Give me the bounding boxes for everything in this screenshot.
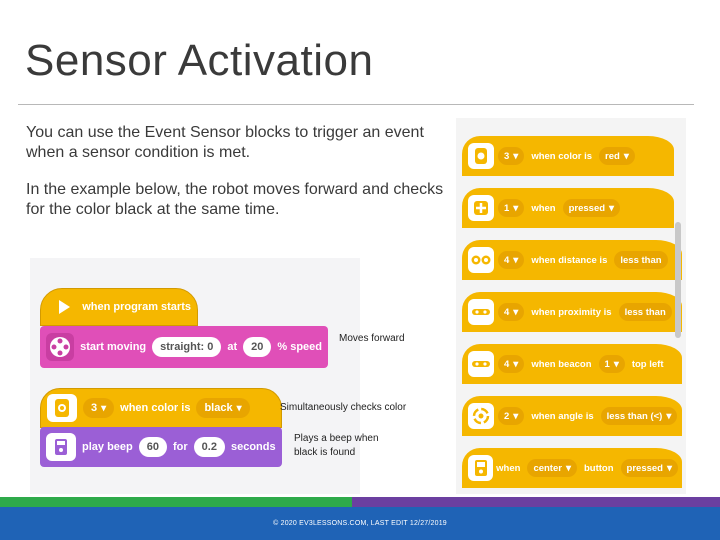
palette-beacon-port[interactable]: 4: [498, 355, 525, 373]
color-sensor-icon: [468, 143, 494, 169]
palette-button-label2: button: [583, 462, 614, 474]
color-block-label: when color is: [120, 402, 191, 414]
moves-forward-annotation: Moves forward: [339, 333, 405, 344]
palette-touch-value[interactable]: pressed: [562, 199, 621, 217]
move-steering-icon: [46, 333, 75, 361]
beep-unit-label: seconds: [230, 441, 276, 453]
footer-purple-stripe: [352, 497, 720, 507]
touch-sensor-icon: [468, 195, 494, 221]
color-sensor-icon: [47, 394, 77, 422]
infrared-sensor-icon: [468, 299, 494, 325]
palette-touch-port[interactable]: 1: [498, 199, 525, 217]
beacon-sensor-icon: [468, 351, 494, 377]
beep-annotation-line1: Plays a beep when: [294, 433, 379, 444]
beep-label: play beep: [82, 441, 133, 453]
palette-button-label: when: [496, 462, 521, 474]
example-paragraph: In the example below, the robot moves fo…: [26, 181, 444, 218]
palette-distance-value[interactable]: less than: [614, 251, 668, 269]
ultrasonic-sensor-icon: [468, 247, 494, 273]
when-color-is-block[interactable]: 3 when color is black: [40, 388, 282, 428]
palette-proximity-value[interactable]: less than: [618, 303, 672, 321]
palette-distance-port[interactable]: 4: [498, 251, 525, 269]
palette-scrollbar[interactable]: [675, 222, 681, 338]
speed-input[interactable]: 20: [243, 337, 272, 357]
slide-title: Sensor Activation: [25, 36, 374, 85]
palette-button-which[interactable]: center: [527, 459, 577, 477]
play-beep-block[interactable]: play beep 60 for 0.2 seconds: [40, 427, 282, 467]
footer-color-bar: [0, 497, 720, 507]
beep-for-label: for: [173, 441, 188, 453]
palette-when-distance-block[interactable]: 4 when distance is less than: [462, 240, 682, 280]
speaker-icon: [46, 433, 76, 461]
palette-angle-value[interactable]: less than (<): [600, 407, 678, 425]
speed-unit-label: % speed: [277, 341, 322, 353]
palette-angle-label: when angle is: [531, 410, 594, 422]
move-label: start moving: [80, 341, 147, 353]
palette-beacon-label: when beacon: [531, 358, 592, 370]
steering-input[interactable]: straight: 0: [152, 337, 222, 357]
palette-when-button-block[interactable]: when center button pressed: [462, 448, 682, 488]
palette-distance-label: when distance is: [531, 254, 608, 266]
palette-color-label: when color is: [531, 150, 593, 162]
title-divider: [18, 104, 694, 105]
palette-angle-port[interactable]: 2: [498, 407, 525, 425]
checks-color-annotation: Simultaneously checks color: [280, 402, 407, 413]
palette-beacon-extra: top left: [631, 358, 664, 370]
color-value-dropdown[interactable]: black: [196, 398, 250, 418]
when-program-starts-block[interactable]: when program starts: [40, 288, 198, 326]
palette-button-state[interactable]: pressed: [620, 459, 678, 477]
at-label: at: [227, 341, 238, 353]
palette-when-proximity-block[interactable]: 4 when proximity is less than: [462, 292, 682, 332]
gyro-sensor-icon: [468, 403, 494, 429]
palette-when-color-block[interactable]: 3 when color is red: [462, 136, 674, 176]
color-port-dropdown[interactable]: 3: [83, 398, 115, 418]
start-block-label: when program starts: [82, 301, 191, 313]
beep-duration-input[interactable]: 0.2: [193, 437, 225, 457]
palette-beacon-channel[interactable]: 1: [598, 355, 625, 373]
palette-color-value[interactable]: red: [599, 147, 635, 165]
palette-color-port[interactable]: 3: [498, 147, 525, 165]
footer-copyright: © 2020 EV3LESSONS.COM, LAST EDIT 12/27/2…: [0, 507, 720, 540]
palette-proximity-label: when proximity is: [531, 306, 612, 318]
palette-touch-label: when: [531, 202, 556, 214]
palette-when-beacon-block[interactable]: 4 when beacon 1 top left: [462, 344, 682, 384]
beep-annotation-line2: black is found: [294, 447, 356, 458]
intro-paragraph: You can use the Event Sensor blocks to t…: [26, 124, 424, 161]
palette-proximity-port[interactable]: 4: [498, 303, 525, 321]
brick-button-icon: [468, 455, 494, 481]
beep-note-input[interactable]: 60: [138, 437, 167, 457]
footer-green-stripe: [0, 497, 352, 507]
palette-when-touch-block[interactable]: 1 when pressed: [462, 188, 674, 228]
start-moving-block[interactable]: start moving straight: 0 at 20 % speed: [40, 326, 328, 368]
palette-when-angle-block[interactable]: 2 when angle is less than (<): [462, 396, 682, 436]
play-icon: [51, 293, 76, 321]
